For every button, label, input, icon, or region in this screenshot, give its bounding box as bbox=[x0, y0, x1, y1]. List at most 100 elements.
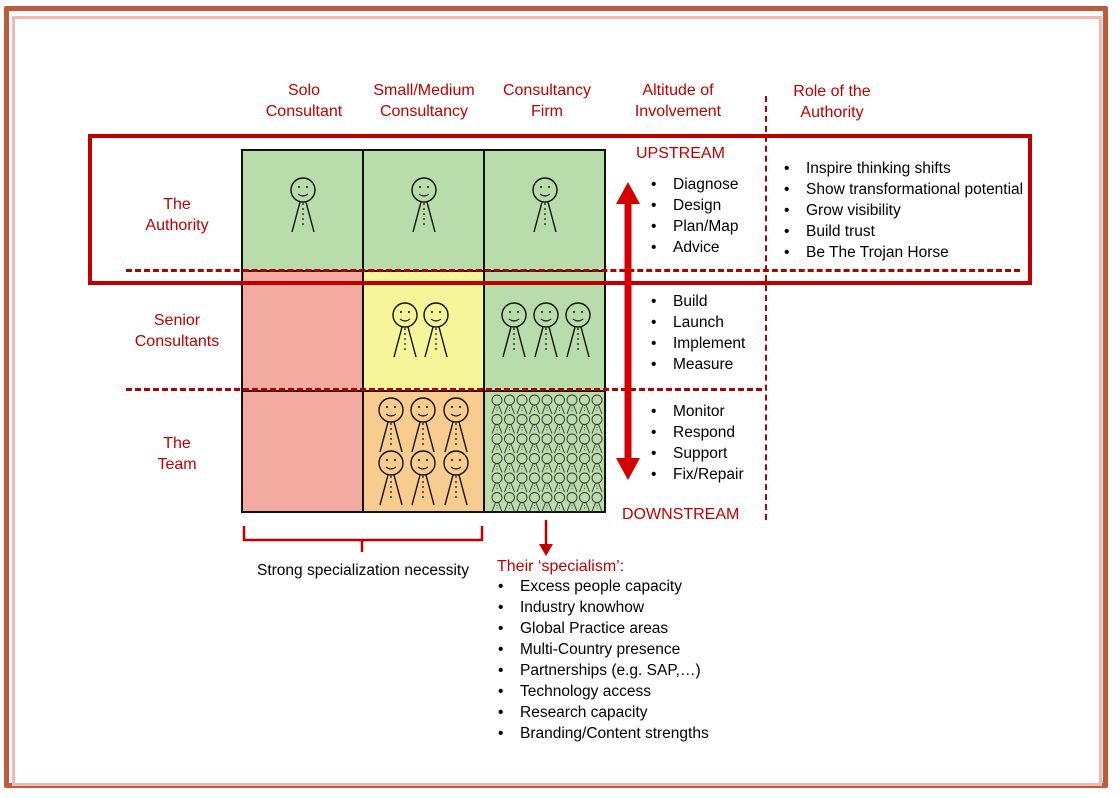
consultant-figure bbox=[410, 450, 436, 506]
crowd-figure bbox=[529, 472, 540, 493]
list-item: Inspire thinking shifts bbox=[780, 158, 1023, 179]
list-item: Grow visibility bbox=[780, 200, 1023, 221]
crowd-figure bbox=[554, 492, 565, 512]
list-item: Excess people capacity bbox=[494, 576, 709, 597]
consultant-figure bbox=[501, 302, 527, 358]
list-item: Partnerships (e.g. SAP,…) bbox=[494, 660, 709, 681]
crowd-figure bbox=[516, 453, 528, 473]
crowd-figure bbox=[516, 394, 528, 415]
crowd-figure bbox=[579, 492, 590, 512]
list-item: Launch bbox=[647, 312, 745, 333]
crowd-figure bbox=[566, 453, 578, 473]
crowd-figure bbox=[579, 394, 590, 415]
crowd-figure bbox=[566, 433, 578, 454]
cell-solo-senior bbox=[242, 270, 363, 391]
crowd-figure bbox=[491, 394, 503, 415]
cell-firm-authority bbox=[484, 150, 604, 270]
grid-border-left bbox=[241, 149, 243, 513]
crowd-figure bbox=[579, 453, 590, 473]
consultant-figure bbox=[443, 397, 469, 453]
crowd-figure bbox=[591, 453, 603, 473]
authority-highlight-box bbox=[88, 134, 1032, 285]
upstream-activities-list: DiagnoseDesignPlan/MapAdvice bbox=[647, 174, 739, 258]
crowd-figure bbox=[541, 453, 553, 473]
header-consultancy-firm: Consultancy Firm bbox=[502, 82, 592, 120]
grid-col-line-1 bbox=[362, 149, 364, 513]
crowd-figure bbox=[529, 433, 540, 454]
crowd-figure bbox=[529, 453, 540, 473]
dashed-line-upstream-midstream bbox=[126, 269, 1020, 272]
list-item: Branding/Content strengths bbox=[494, 723, 709, 744]
crowd-figure bbox=[579, 433, 590, 454]
list-item: Build trust bbox=[780, 221, 1023, 242]
list-item: Measure bbox=[647, 354, 745, 375]
crowd-figure bbox=[541, 492, 553, 512]
consultant-figure bbox=[378, 450, 404, 506]
crowd-figure bbox=[541, 414, 553, 434]
consultant-figure bbox=[290, 177, 316, 233]
cell-small-senior bbox=[363, 270, 484, 391]
crowd-figure bbox=[491, 414, 503, 434]
inner-frame bbox=[12, 16, 1102, 786]
row-label-authority: The Authority bbox=[145, 196, 209, 234]
crowd-figure bbox=[554, 394, 565, 415]
crowd-figure bbox=[491, 453, 503, 473]
grid-border-bottom bbox=[242, 511, 605, 513]
downstream-activities-list: MonitorRespondSupportFix/Repair bbox=[647, 401, 744, 485]
crowd-figure bbox=[504, 414, 515, 434]
crowd-figure bbox=[541, 472, 553, 493]
crowd-figure bbox=[516, 492, 528, 512]
header-small-medium-consultancy: Small/Medium Consultancy bbox=[373, 82, 475, 120]
list-item: Respond bbox=[647, 422, 744, 443]
list-item: Plan/Map bbox=[647, 216, 739, 237]
crowd-figure bbox=[491, 492, 503, 512]
list-item: Show transformational potential bbox=[780, 179, 1023, 200]
crowd-figure bbox=[554, 433, 565, 454]
list-item: Advice bbox=[647, 237, 739, 258]
crowd-figure bbox=[504, 492, 515, 512]
specialization-note: Strong specialization necessity bbox=[257, 562, 469, 579]
list-item: Research capacity bbox=[494, 702, 709, 723]
list-item: Diagnose bbox=[647, 174, 739, 195]
crowd-figure bbox=[554, 414, 565, 434]
grid-border-right bbox=[604, 149, 606, 513]
cell-firm-team bbox=[484, 391, 604, 512]
grid-border-top bbox=[242, 149, 605, 151]
consultant-figure bbox=[532, 177, 558, 233]
specialism-title: Their ‘specialism’: bbox=[497, 558, 625, 575]
consultant-figure bbox=[392, 302, 418, 358]
crowd-figure bbox=[579, 472, 590, 493]
crowd-figure bbox=[591, 433, 603, 454]
list-item: Be The Trojan Horse bbox=[780, 242, 1023, 263]
list-item: Global Practice areas bbox=[494, 618, 709, 639]
list-item: Multi-Country presence bbox=[494, 639, 709, 660]
crowd-figure bbox=[541, 394, 553, 415]
list-item: Support bbox=[647, 443, 744, 464]
cell-firm-senior bbox=[484, 270, 604, 391]
cell-solo-team bbox=[242, 391, 363, 512]
crowd-figure bbox=[504, 453, 515, 473]
team-crowd bbox=[491, 394, 603, 512]
crowd-figure bbox=[491, 472, 503, 493]
authority-roles-list: Inspire thinking shiftsShow transformati… bbox=[780, 158, 1023, 263]
consultant-figure bbox=[565, 302, 591, 358]
crowd-figure bbox=[591, 414, 603, 434]
list-item: Technology access bbox=[494, 681, 709, 702]
consultant-figure bbox=[378, 397, 404, 453]
crowd-figure bbox=[566, 492, 578, 512]
crowd-figure bbox=[504, 472, 515, 493]
list-item: Industry knowhow bbox=[494, 597, 709, 618]
row-label-senior-consultants: Senior Consultants bbox=[134, 312, 220, 350]
header-solo-consultant: Solo Consultant bbox=[265, 82, 343, 120]
header-role-of-authority: Role of the Authority bbox=[793, 83, 871, 121]
upstream-label: UPSTREAM bbox=[636, 145, 725, 162]
list-item: Design bbox=[647, 195, 739, 216]
crowd-figure bbox=[491, 433, 503, 454]
crowd-figure bbox=[591, 394, 603, 415]
downstream-label: DOWNSTREAM bbox=[622, 506, 740, 523]
specialism-list: Excess people capacityIndustry knowhowGl… bbox=[494, 576, 709, 744]
crowd-figure bbox=[591, 492, 603, 512]
list-item: Build bbox=[647, 291, 745, 312]
midstream-activities-list: BuildLaunchImplementMeasure bbox=[647, 291, 745, 375]
consultant-figure bbox=[411, 177, 437, 233]
